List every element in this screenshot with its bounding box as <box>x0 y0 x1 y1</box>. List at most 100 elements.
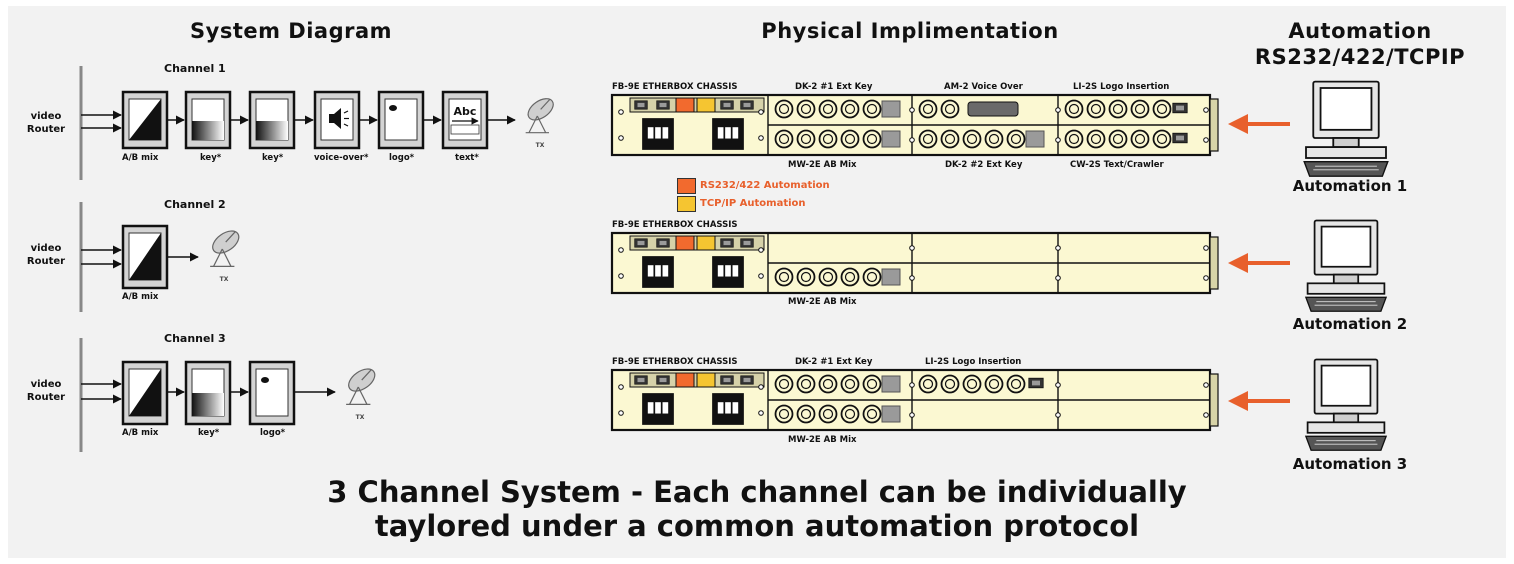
computer-icon <box>1304 219 1388 313</box>
tx-label: TX <box>356 414 365 421</box>
bnc-connector-icon <box>962 129 982 149</box>
bnc-connector-icon <box>984 374 1004 394</box>
rack-screw <box>1055 412 1061 418</box>
rack-screw <box>758 135 764 141</box>
bnc-connector-icon <box>940 129 960 149</box>
router-label: Router <box>26 124 66 135</box>
bnc-connector-icon <box>918 99 938 119</box>
video-label: video <box>30 111 62 122</box>
bnc-connector-icon <box>796 99 816 119</box>
bnc-connector-icon <box>774 99 794 119</box>
db9-connector <box>967 101 1019 117</box>
physical-implementation-heading: Physical Implimentation <box>761 19 1059 43</box>
rack-screw <box>618 109 624 115</box>
tcpip-port <box>696 97 716 113</box>
rack-screw <box>758 384 764 390</box>
module-button <box>881 130 901 148</box>
ethernet-port-icon <box>1172 132 1188 144</box>
rack-screw <box>909 245 915 251</box>
bnc-connector-icon <box>1130 129 1150 149</box>
channel-2-input-label: video Router <box>26 242 66 268</box>
block-label-voice-over: voice-over* <box>314 153 369 163</box>
rack-screw <box>1055 275 1061 281</box>
bnc-connector-icon <box>796 404 816 424</box>
block-label-ab-mix: A/B mix <box>122 153 159 163</box>
bnc-connector-icon <box>862 374 882 394</box>
rack-screw <box>1203 107 1209 113</box>
block-label-key-2: key* <box>262 153 284 163</box>
bnc-connector-icon <box>862 99 882 119</box>
automation-3-label: Automation 3 <box>1292 455 1408 473</box>
ethernet-port-icon <box>740 375 754 385</box>
legend-tcpip-swatch <box>677 196 696 212</box>
block-label-ab-mix: A/B mix <box>122 292 159 302</box>
tx-label: TX <box>536 142 545 149</box>
block-label-key: key* <box>198 428 220 438</box>
bnc-connector-icon <box>774 374 794 394</box>
rack-screw <box>1203 382 1209 388</box>
bnc-connector-icon <box>818 374 838 394</box>
bnc-connector-icon <box>840 129 860 149</box>
rack-1-top-label-3: LI-2S Logo Insertion <box>1073 82 1170 92</box>
block-label-ab-mix: A/B mix <box>122 428 159 438</box>
channel-1-input-label: video Router <box>26 110 66 136</box>
automation-2-label: Automation 2 <box>1292 315 1408 333</box>
automation-heading: Automation <box>1288 19 1432 43</box>
rack-screw <box>1055 382 1061 388</box>
block-label-key-1: key* <box>200 153 222 163</box>
tcpip-port <box>696 372 716 388</box>
bnc-connector-icon <box>1064 129 1084 149</box>
router-label: Router <box>26 256 66 267</box>
bnc-connector-icon <box>862 267 882 287</box>
rack-screw <box>1203 245 1209 251</box>
power-socket-icon <box>642 393 674 425</box>
rack-screw <box>1055 245 1061 251</box>
rack-screw <box>909 137 915 143</box>
block-label-logo: logo* <box>260 428 286 438</box>
text-glyph: Abc <box>454 105 477 118</box>
computer-icon <box>1304 358 1388 452</box>
caption-line-1: 3 Channel System - Each channel can be i… <box>327 475 1187 509</box>
rack-screw <box>758 109 764 115</box>
rack-1-top-label-2: AM-2 Voice Over <box>944 82 1023 92</box>
rack-ear <box>1209 373 1219 427</box>
bnc-connector-icon <box>818 99 838 119</box>
bnc-connector-icon <box>862 129 882 149</box>
ethernet-port-icon <box>1172 102 1188 114</box>
power-socket-icon <box>712 393 744 425</box>
bnc-connector-icon <box>840 267 860 287</box>
channel-3-input-label: video Router <box>26 378 66 404</box>
rack-ear <box>1209 98 1219 152</box>
ethernet-port-icon <box>740 238 754 248</box>
rack-screw <box>1203 137 1209 143</box>
rack-screw <box>1203 412 1209 418</box>
satellite-dish-icon <box>344 363 380 405</box>
rack-ear <box>1209 236 1219 290</box>
power-socket-icon <box>642 118 674 150</box>
rack-screw <box>758 273 764 279</box>
rack-3-top-label-2: LI-2S Logo Insertion <box>925 357 1022 367</box>
system-diagram-heading: System Diagram <box>190 19 393 43</box>
rs232-port <box>675 235 695 251</box>
module-button <box>881 405 901 423</box>
automation-1-label: Automation 1 <box>1292 177 1408 195</box>
bnc-connector-icon <box>818 267 838 287</box>
rack-screw <box>1055 137 1061 143</box>
speaker-icon <box>329 108 349 129</box>
channel-1-title: Channel 1 <box>164 62 226 75</box>
power-socket-icon <box>712 256 744 288</box>
rack-screw <box>618 410 624 416</box>
bnc-connector-icon <box>962 374 982 394</box>
bnc-connector-icon <box>940 374 960 394</box>
block-label-logo: logo* <box>389 153 415 163</box>
bnc-connector-icon <box>1130 99 1150 119</box>
rack-1-bottom-label-1: MW-2E AB Mix <box>788 160 857 170</box>
rack-screw <box>758 247 764 253</box>
rack-screw <box>618 135 624 141</box>
bnc-connector-icon <box>984 129 1004 149</box>
bnc-connector-icon <box>1006 129 1026 149</box>
bnc-connector-icon <box>840 374 860 394</box>
module-button <box>881 375 901 393</box>
